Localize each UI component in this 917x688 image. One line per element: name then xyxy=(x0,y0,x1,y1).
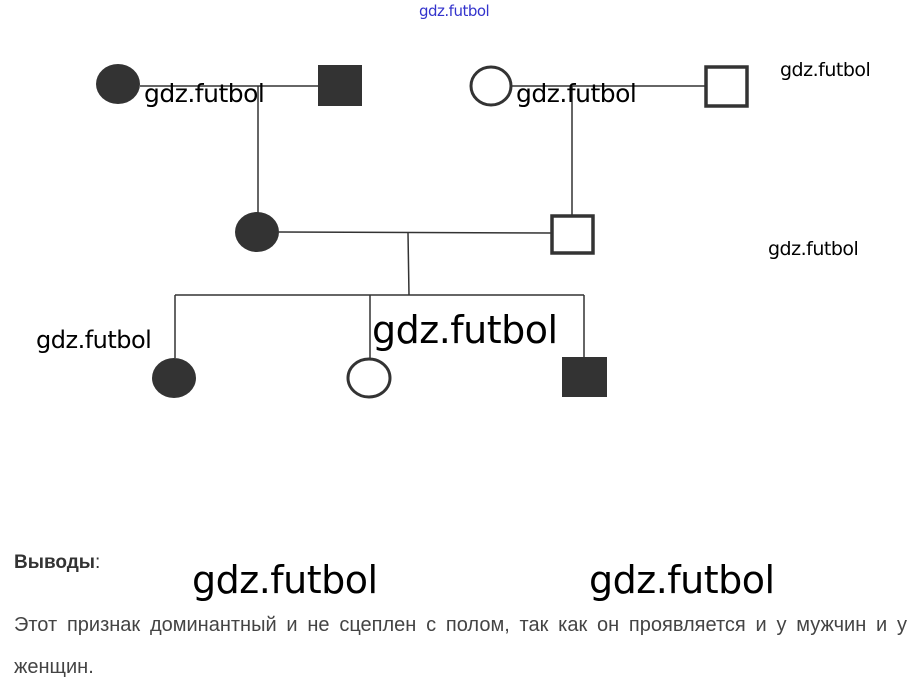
unaffected-female-g1 xyxy=(469,65,513,107)
affected-female-g1 xyxy=(96,64,140,104)
affected-male-g1 xyxy=(318,65,362,106)
watermark: gdz.futbol xyxy=(589,558,775,602)
watermark: gdz.futbol xyxy=(144,79,265,108)
conclusions-text: Этот признак доминантный и не сцеплен с … xyxy=(14,614,907,678)
watermark: gdz.futbol xyxy=(372,308,558,352)
watermark: gdz.futbol xyxy=(419,2,490,20)
affected-male-g3 xyxy=(562,357,607,397)
affected-female-g3 xyxy=(152,358,196,398)
unaffected-male-g1 xyxy=(704,65,749,108)
watermark: gdz.futbol xyxy=(780,59,871,81)
conclusions-heading: Выводы: xyxy=(14,552,100,574)
unaffected-female-g3 xyxy=(346,357,392,399)
watermark: gdz.futbol xyxy=(768,238,859,260)
conclusions-colon: : xyxy=(95,552,101,573)
marriage-line-g2 xyxy=(278,231,552,234)
watermark: gdz.futbol xyxy=(516,79,637,108)
affected-female-g2 xyxy=(235,212,279,252)
watermark: gdz.futbol xyxy=(36,326,152,354)
descent-line-g2 xyxy=(407,232,410,296)
conclusions-label: Выводы xyxy=(14,552,96,573)
unaffected-male-g2 xyxy=(550,214,595,255)
watermark: gdz.futbol xyxy=(192,558,378,602)
